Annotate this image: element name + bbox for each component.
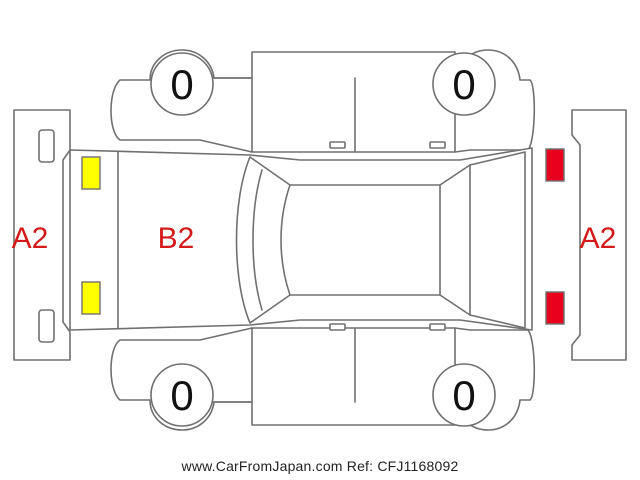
front-bumper-slot-top xyxy=(38,129,55,163)
tailgate xyxy=(469,151,526,329)
taillight-bottom xyxy=(545,291,565,325)
car-body-top-view xyxy=(69,147,533,331)
rear-window xyxy=(439,164,471,316)
side-panel-top xyxy=(110,49,536,153)
tire-rear-right: 0 xyxy=(432,363,496,427)
tire-front-left-value: 0 xyxy=(170,61,193,108)
code-rear-bumper: A2 xyxy=(580,222,617,255)
rear-bumper xyxy=(571,109,627,361)
code-hood: B2 xyxy=(158,222,195,255)
footer-ref: Ref: CFJ1168092 xyxy=(346,458,459,474)
tire-rear-left: 0 xyxy=(432,52,496,116)
tire-rear-left-value: 0 xyxy=(452,61,475,108)
door-handle-top-front xyxy=(329,141,346,149)
headlight-bottom xyxy=(81,281,101,315)
taillight-top xyxy=(545,148,565,182)
tire-front-right-value: 0 xyxy=(170,372,193,419)
footer-site: www.CarFromJapan.com xyxy=(181,458,343,474)
headlight-top xyxy=(81,156,101,190)
tire-front-right: 0 xyxy=(150,363,214,427)
front-bumper-slot-bottom xyxy=(38,309,55,343)
windshield xyxy=(235,156,291,324)
door-handle-bottom-rear xyxy=(429,323,446,331)
side-windows-bottom xyxy=(199,327,456,403)
tire-rear-right-value: 0 xyxy=(452,372,475,419)
code-front-bumper: A2 xyxy=(12,222,49,255)
tire-front-left: 0 xyxy=(150,52,214,116)
door-handle-top-rear xyxy=(429,141,446,149)
footer-reference: www.CarFromJapan.com Ref: CFJ1168092 xyxy=(0,458,640,474)
side-windows-top xyxy=(199,77,456,153)
side-panel-bottom xyxy=(110,327,536,431)
roof xyxy=(289,184,441,296)
front-bumper xyxy=(13,109,71,361)
windshield-inner xyxy=(252,169,263,311)
door-handle-bottom-front xyxy=(329,323,346,331)
